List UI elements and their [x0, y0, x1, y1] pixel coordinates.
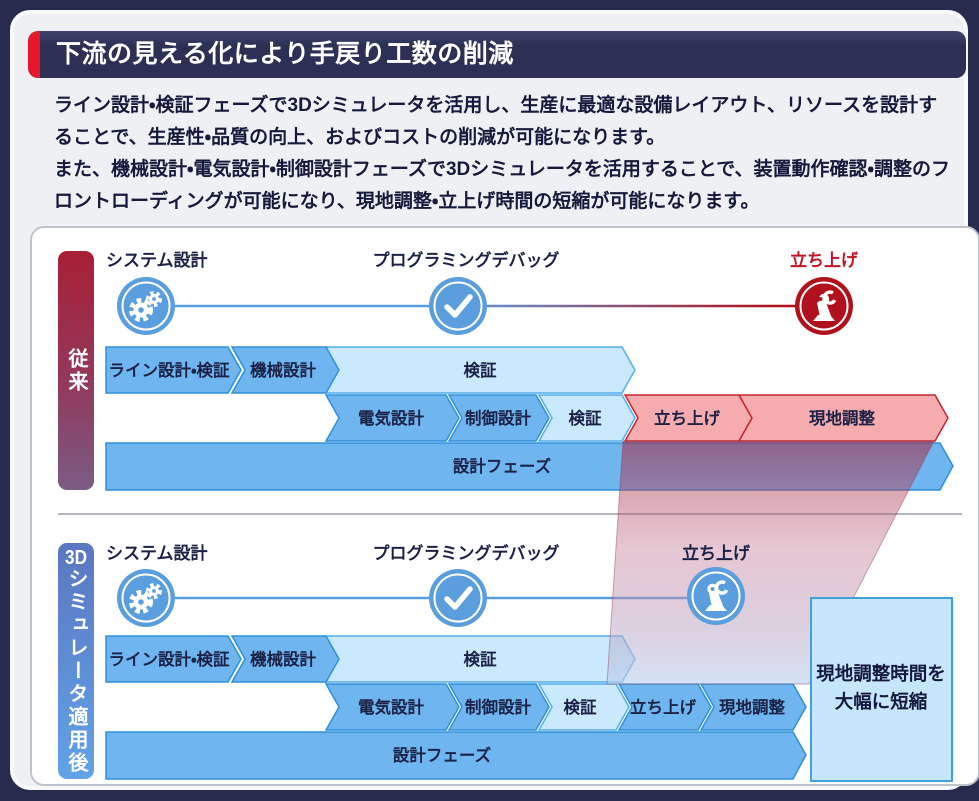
time-reduction-funnel [606, 440, 935, 685]
bar-conventional-onsite-adjustment [737, 394, 949, 442]
bar-3d-electrical-design [324, 683, 460, 731]
intro-text: ライン設計・検証フェーズで3Dシミュレータを活用し、生産に最適な設備レイアウト、… [54, 90, 956, 218]
bar-label: 電気設計 [358, 408, 425, 428]
milestone-label-system-design-3d: システム設計 [106, 543, 208, 563]
content-card: 下流の見える化により手戻り工数の削減 ライン設計・検証フェーズで3Dシミュレータ… [10, 10, 979, 790]
milestone-debug-3d [429, 569, 487, 627]
lane-label-3d-simulator: 3Dシミュレータ適用後 [65, 547, 87, 775]
diagram-panel: 従来 3Dシミュレータ適用後 [30, 226, 979, 786]
robot-arm-icon [705, 580, 729, 611]
bar-label: 電気設計 [358, 697, 425, 717]
bar-label: 立ち上げ [654, 408, 721, 428]
bar-label: 現地調整 [719, 697, 786, 717]
milestone-label-debug-3d: プログラミングデバッグ [373, 543, 560, 563]
lane-header-3d-simulator: 3Dシミュレータ適用後 [58, 543, 94, 779]
gear-icon [129, 583, 162, 614]
check-icon [444, 294, 473, 318]
bar-3d-line-design [105, 635, 242, 683]
callout-line-1: 現地調整時間を [816, 663, 946, 684]
bar-label: 検証 [564, 697, 598, 717]
gear-icon [129, 291, 162, 322]
bar-conventional-verification-2 [537, 394, 636, 442]
milestone-label-system-design-conventional: システム設計 [106, 250, 208, 270]
bar-conventional-control-design [447, 394, 550, 442]
bar-conventional-electrical-design [324, 394, 460, 442]
check-icon [444, 586, 473, 610]
title-bar: 下流の見える化により手戻り工数の削減 [28, 31, 966, 78]
milestone-startup-conventional [795, 277, 853, 335]
intro-paragraph-1: ライン設計・検証フェーズで3Dシミュレータを活用し、生産に最適な設備レイアウト、… [54, 95, 938, 148]
page-title: 下流の見える化により手戻り工数の削減 [56, 40, 514, 68]
callout-line-2: 大幅に短縮 [835, 691, 928, 712]
bar-label: 機械設計 [250, 360, 317, 380]
milestone-label-debug-conventional: プログラミングデバッグ [373, 250, 560, 270]
milestone-system-design-conventional [117, 277, 175, 335]
bar-label: ライン設計・検証 [108, 649, 230, 669]
milestone-debug-conventional [429, 277, 487, 335]
lane-label-conventional: 従来 [65, 347, 87, 394]
bar-label: 設計フェーズ [453, 456, 552, 476]
bar-label: ライン設計・検証 [108, 360, 230, 380]
bar-label: 検証 [569, 408, 603, 428]
milestone-label-startup-conventional: 立ち上げ [790, 250, 859, 270]
process-diagram: システム設計 プログラミングデバッグ 立ち上げ システム設計 プログラミングデバ… [58, 250, 962, 782]
milestone-system-design-3d [117, 569, 175, 627]
milestone-label-startup-3d: 立ち上げ [682, 543, 751, 563]
bar-label: 制御設計 [465, 697, 532, 717]
bar-label: 設計フェーズ [393, 745, 492, 765]
bar-3d-design-phase [105, 731, 807, 780]
robot-arm-icon [813, 290, 837, 321]
bar-label: 検証 [464, 360, 498, 380]
bar-conventional-mechanical-design [230, 346, 340, 394]
bar-3d-mechanical-design [230, 635, 340, 683]
callout-box: 現地調整時間を 大幅に短縮 [810, 597, 953, 782]
bar-label: 機械設計 [250, 649, 317, 669]
bar-conventional-line-design [105, 346, 242, 394]
bar-label: 立ち上げ [630, 697, 697, 717]
intro-paragraph-2: また、機械設計・電気設計・制御設計フェーズで3Dシミュレータを活用することで、装… [54, 158, 951, 212]
milestone-startup-3d [687, 567, 745, 625]
bar-label: 制御設計 [465, 408, 532, 428]
bar-label: 現地調整 [809, 408, 876, 428]
bar-label: 検証 [464, 649, 498, 669]
title-accent-bar [28, 31, 40, 78]
lane-header-conventional: 従来 [58, 251, 94, 490]
bar-3d-control-design [447, 683, 550, 731]
